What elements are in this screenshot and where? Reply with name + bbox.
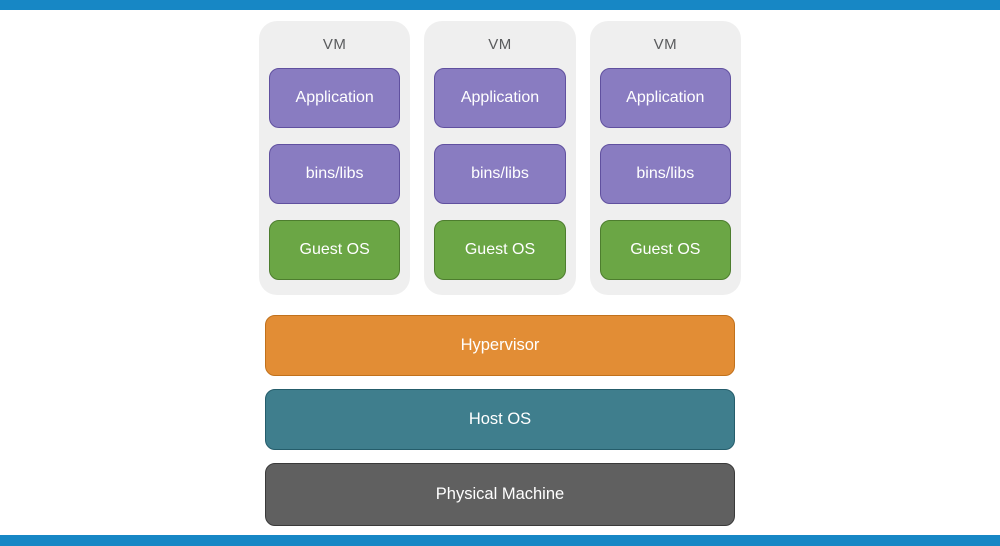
guest-os-label: Guest OS [299, 241, 370, 258]
guest-os-label: Guest OS [630, 241, 701, 258]
bins-libs-label: bins/libs [471, 165, 529, 182]
vm-title: VM [488, 36, 512, 53]
bins-libs-box: bins/libs [599, 144, 731, 204]
host-os-layer: Host OS [265, 389, 735, 450]
bins-libs-box: bins/libs [269, 144, 401, 204]
host-os-label: Host OS [468, 410, 532, 428]
application-label: Application [626, 89, 705, 106]
bins-libs-label: bins/libs [305, 165, 364, 182]
vm-column-3: VM Application bins/libs Guest OS [589, 21, 741, 295]
guest-os-label: Guest OS [464, 241, 536, 258]
guest-os-box: Guest OS [434, 220, 566, 280]
bins-libs-label: bins/libs [636, 165, 695, 182]
vm-title: VM [322, 36, 347, 53]
application-label: Application [295, 89, 374, 106]
bottom-accent-bar [0, 535, 1000, 546]
hypervisor-label: Hypervisor [460, 336, 540, 354]
physical-machine-label: Physical Machine [435, 485, 565, 503]
application-box: Application [269, 68, 401, 128]
vm-column-1: VM Application bins/libs Guest OS [259, 21, 411, 295]
physical-machine-layer: Physical Machine [265, 463, 735, 526]
application-label: Application [460, 89, 540, 106]
hypervisor-layer: Hypervisor [265, 315, 735, 376]
bins-libs-box: bins/libs [434, 144, 566, 204]
vm-column-2: VM Application bins/libs Guest OS [424, 21, 576, 295]
guest-os-box: Guest OS [599, 220, 731, 280]
application-box: Application [599, 68, 731, 128]
guest-os-box: Guest OS [269, 220, 401, 280]
vm-row: VM Application bins/libs Guest OS VM App… [259, 21, 741, 295]
vm-title: VM [653, 36, 678, 53]
top-accent-bar [0, 0, 1000, 10]
application-box: Application [434, 68, 566, 128]
virtualization-diagram: VM Application bins/libs Guest OS VM App… [259, 21, 741, 526]
